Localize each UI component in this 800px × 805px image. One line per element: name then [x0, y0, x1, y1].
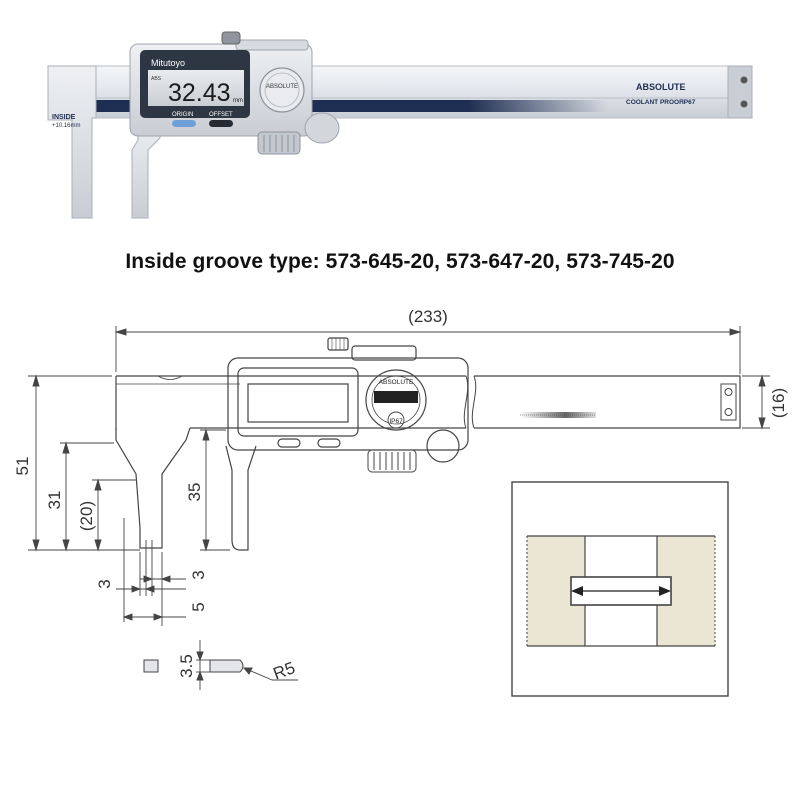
photo-coolant-label: COOLANT PROOF — [626, 99, 683, 106]
photo-lcd-value: 32.43 — [168, 79, 231, 107]
drawing-badge-bottom: IP67 — [389, 418, 403, 425]
photo-ip-rating: IP67 — [682, 99, 696, 106]
drawing-fixed-jaw — [115, 427, 191, 549]
photo-origin-button — [172, 120, 196, 127]
drawing-display-frame — [237, 367, 359, 437]
photo-clamp-screw — [221, 31, 241, 45]
dim-tip-profile — [143, 640, 298, 690]
photo-absolute-badge — [259, 67, 305, 113]
drawing-thumb-roller — [426, 429, 460, 463]
drawing-clamp-screw — [327, 337, 349, 351]
dim-jaw-20 — [92, 478, 136, 552]
label-jaw-20: (20) — [77, 501, 96, 531]
photo-beam-end-cap — [727, 65, 753, 119]
technical-drawing — [28, 326, 770, 697]
photo-inside-label: INSIDE — [52, 114, 76, 121]
drawing-end-cap — [720, 383, 737, 421]
label-tip-3-right: 3 — [189, 570, 208, 579]
drawing-slider-body — [227, 357, 469, 451]
photo-lcd-indicator: ABS — [151, 76, 162, 82]
label-tip-5: 5 — [189, 602, 208, 611]
caliper-photo: INSIDE +10.16mm Mitutoyo ABS 32.43 mm OR… — [47, 31, 753, 219]
photo-lcd — [148, 70, 244, 106]
drawing-button-right — [317, 438, 341, 448]
dim-jaw-31 — [60, 441, 114, 552]
drawing-lcd — [247, 383, 349, 423]
label-overall-length: (233) — [408, 307, 448, 326]
label-jaw-35: 35 — [185, 483, 204, 502]
dim-total-height — [28, 374, 140, 552]
product-caption: Inside groove type: 573-645-20, 573-647-… — [125, 250, 675, 273]
photo-offset-label: OFFSET — [209, 112, 233, 118]
label-total-height: 51 — [13, 457, 32, 476]
photo-beam-logo: ABSOLUTE — [636, 82, 686, 92]
dim-beam-height — [742, 374, 770, 430]
label-jaw-31: 31 — [45, 491, 64, 510]
dim-tip-widths — [116, 518, 186, 626]
drawing-badge — [365, 369, 427, 431]
drawing-badge-top: ABSOLUTE — [379, 379, 414, 386]
photo-badge-text: ABSOLUTE — [266, 84, 298, 90]
photo-brand: Mitutoyo — [151, 58, 185, 68]
photo-lcd-unit: mm — [233, 98, 243, 104]
photo-origin-label: ORIGIN — [172, 112, 193, 118]
drawing-button-left — [277, 438, 301, 448]
drawing-thumb-grip — [367, 449, 417, 473]
dim-overall-length — [114, 326, 742, 374]
photo-thumb-grip — [257, 131, 301, 155]
drawing-sliding-jaw — [225, 445, 257, 551]
photo-offset-button — [209, 120, 233, 127]
dim-jaw-35 — [200, 428, 230, 552]
photo-thumb-roller — [304, 112, 340, 144]
photo-inside-offset: +10.16mm — [52, 123, 81, 129]
photo-left-jaw — [47, 65, 97, 219]
label-tip-3-5: 3.5 — [177, 654, 196, 678]
label-beam-height: (16) — [769, 388, 788, 418]
drawing-beam — [116, 375, 741, 429]
groove-illustration — [511, 481, 729, 697]
label-tip-3-left: 3 — [95, 579, 114, 588]
